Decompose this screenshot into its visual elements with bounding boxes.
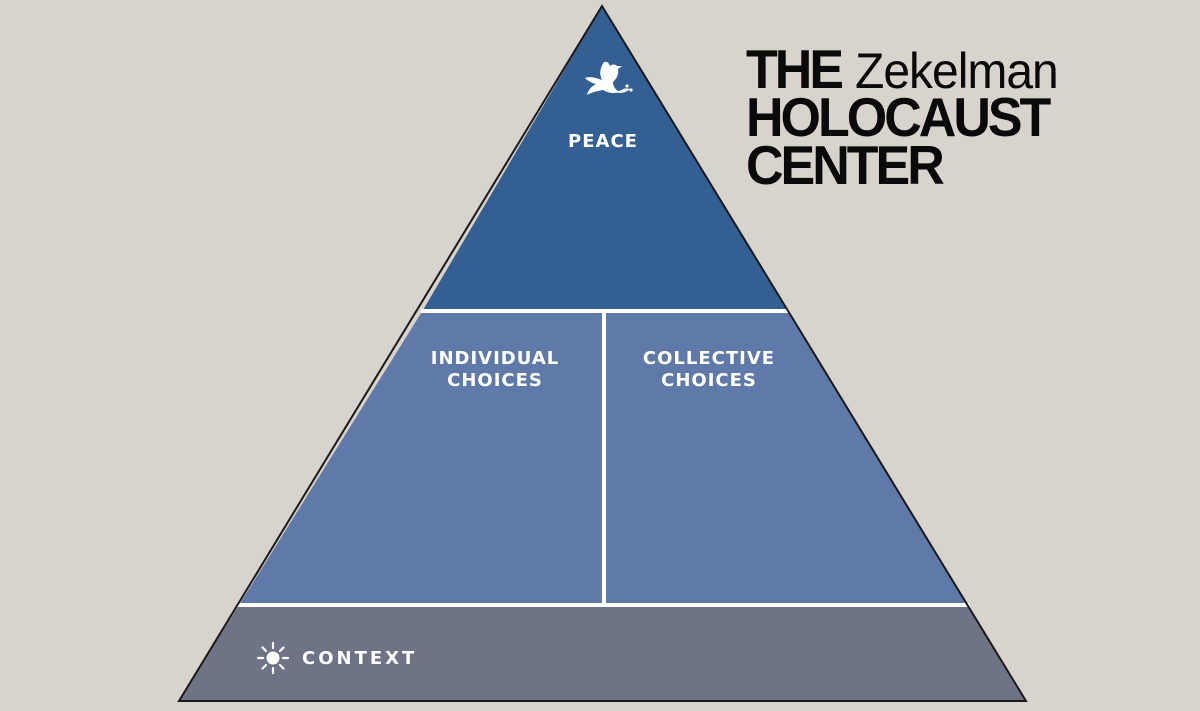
logo-the: THE: [746, 39, 844, 101]
logo-name: Zekelman: [855, 43, 1059, 100]
peace-label: PEACE: [568, 131, 638, 152]
sun-icon: [256, 641, 290, 675]
dove-icon: [585, 61, 633, 95]
context-tier: [179, 605, 1026, 701]
pyramid-outline: [177, 4, 1028, 702]
individual-choices-tier: [239, 310, 603, 605]
context-label: CONTEXT: [302, 648, 418, 669]
collective-choices-label: COLLECTIVE CHOICES: [642, 348, 776, 391]
peace-tier: [423, 6, 787, 310]
individual-choices-label: INDIVIDUAL CHOICES: [430, 348, 560, 391]
collective-choices-tier: [603, 310, 968, 605]
logo-line-2: HOLOCAUST: [746, 87, 1051, 149]
logo-line-3: CENTER: [746, 135, 945, 197]
